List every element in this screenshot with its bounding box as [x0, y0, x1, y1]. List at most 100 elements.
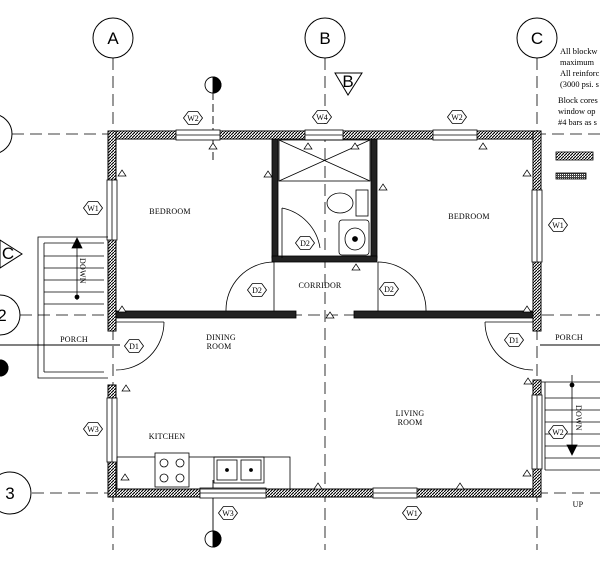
wall-south [107, 488, 542, 498]
room-label-dining-2: ROOM [207, 342, 232, 351]
door-swings [115, 261, 534, 371]
tag-label: D1 [129, 342, 139, 351]
tag-label: D1 [509, 336, 519, 345]
tag-hexagon [548, 218, 568, 232]
tag-w2-6: W2 [548, 425, 568, 439]
grid-bubble-c [516, 17, 558, 59]
toilet-tank [355, 189, 369, 217]
grid-label-a: A [107, 29, 119, 48]
grid-bubble-top-left [0, 115, 13, 153]
tag-w3-7: W3 [218, 506, 238, 520]
tag-hexagon [82, 201, 103, 215]
interior-walls [115, 138, 534, 319]
tag-hexagon [312, 110, 332, 124]
wall-mid-right [353, 310, 534, 319]
tag-hexagon [182, 111, 203, 125]
tag-w1-3: W1 [82, 201, 103, 215]
stairs-left [37, 236, 108, 379]
grid-bubble-3 [0, 471, 32, 515]
shower [278, 139, 371, 182]
note-line-3: All reinforc [560, 69, 600, 78]
stairs-right [541, 375, 600, 471]
tag-w1-8: W1 [402, 506, 422, 520]
toilet [326, 192, 354, 214]
sink [338, 219, 370, 256]
section-marker-b-label: B [342, 72, 353, 91]
grid-label-3: 3 [5, 484, 14, 503]
section-marker-c-label: C [2, 244, 14, 263]
room-label-living-1: LIVING [396, 409, 425, 418]
grid-label-2: 2 [0, 306, 7, 325]
tag-d2-9: D2 [295, 236, 315, 250]
tag-hexagon [379, 282, 399, 296]
grid-bubbles [0, 17, 558, 515]
grid-label-b: B [319, 29, 330, 48]
tag-label: W3 [87, 425, 99, 434]
room-label-porch-left: PORCH [60, 335, 88, 344]
tag-d1-12: D1 [123, 339, 144, 353]
door-swing-d1-right [484, 321, 534, 371]
kitchen-sink [213, 456, 265, 484]
tag-d2-11: D2 [379, 282, 399, 296]
tag-label: W2 [552, 428, 564, 437]
tag-label: D2 [384, 285, 394, 294]
wall-legend [555, 151, 594, 180]
room-label-bedroom-right: BEDROOM [448, 212, 489, 221]
tag-hexagon [504, 333, 524, 347]
tag-label: W1 [406, 509, 418, 518]
section-marker-b: B [334, 72, 363, 96]
tag-hexagon [82, 422, 103, 436]
note-line-7: #4 bars as s [558, 118, 597, 127]
wall-bath-right [370, 138, 378, 259]
tag-hexagon [218, 506, 238, 520]
tag-label: W3 [222, 509, 234, 518]
wall-bath-left [271, 138, 279, 259]
tag-label: D2 [300, 239, 310, 248]
room-label-living-2: ROOM [398, 418, 423, 427]
bathroom-fixtures [278, 139, 371, 258]
stairs-left-down-label: DOWN [78, 258, 87, 284]
tag-w2-2: W2 [447, 110, 467, 124]
stove [154, 452, 190, 488]
cut-line-markers [0, 76, 600, 548]
tag-hexagon [123, 339, 144, 353]
room-label-dining-1: DINING [206, 333, 236, 342]
general-notes: All blockw maximum All reinforc (3000 ps… [558, 47, 600, 127]
door-swing-d2-left [225, 261, 275, 312]
room-label-corridor: CORRIDOR [299, 281, 342, 290]
tag-label: W4 [316, 113, 328, 122]
spot-markers [117, 142, 533, 490]
tag-d1-13: D1 [504, 333, 524, 347]
room-label-bedroom-left: BEDROOM [149, 207, 190, 216]
tag-label: W2 [451, 113, 463, 122]
tag-label: W1 [552, 221, 564, 230]
grid-bubble-b [304, 17, 346, 59]
tag-hexagon [447, 110, 467, 124]
section-marker-c: C [0, 239, 23, 269]
note-line-2: maximum [560, 58, 594, 67]
kitchen-counter [116, 452, 291, 490]
room-label-porch-right: PORCH [555, 333, 583, 342]
tag-label: D2 [252, 286, 262, 295]
tag-w4-1: W4 [312, 110, 332, 124]
door-swing-d2-right [377, 261, 427, 312]
tag-label: W2 [187, 114, 199, 123]
tag-hexagon [246, 283, 267, 297]
tag-d2-10: D2 [246, 283, 267, 297]
note-line-5: Block cores [558, 96, 598, 105]
note-line-1: All blockw [560, 47, 598, 56]
grid-label-c: C [531, 29, 543, 48]
stairs-right-down-label: DOWN [574, 405, 583, 431]
tag-hexagon [402, 506, 422, 520]
tag-w2-0: W2 [182, 111, 203, 125]
wall-mid-left [115, 310, 297, 319]
tag-hexagon [295, 236, 315, 250]
tag-hexagon [548, 425, 568, 439]
note-line-4: (3000 psi. s [560, 80, 599, 89]
legend-dotted-wall [555, 172, 587, 180]
tag-label: W1 [87, 204, 99, 213]
room-label-kitchen: KITCHEN [149, 432, 186, 441]
